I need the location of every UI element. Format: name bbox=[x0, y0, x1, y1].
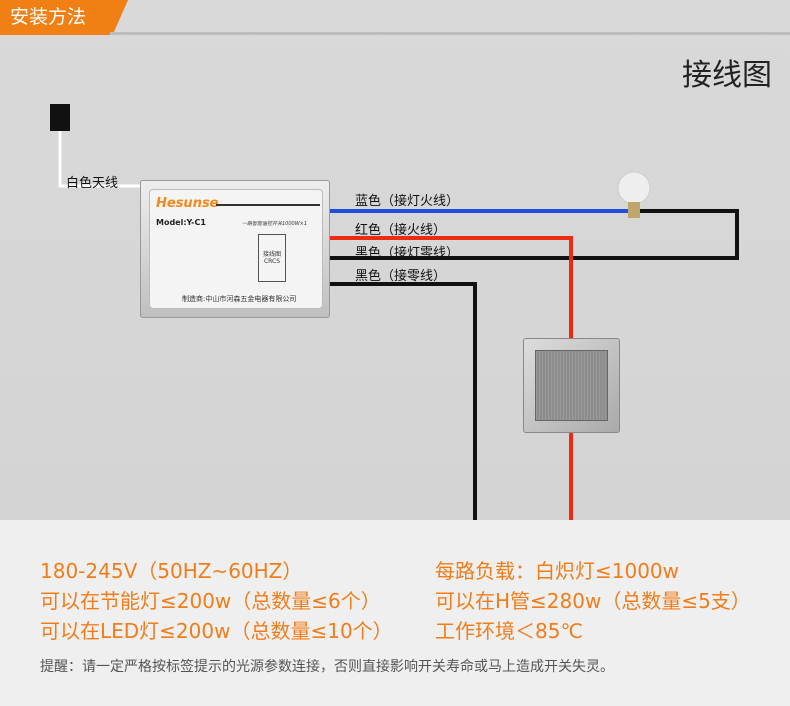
antenna-label: 白色天线 bbox=[66, 176, 119, 191]
wire-label-neutral: 黑色（接零线） bbox=[355, 269, 447, 284]
antenna-wire bbox=[58, 131, 140, 188]
antenna-connector-icon bbox=[50, 104, 70, 131]
spec-load: 每路负载：白炽灯≤1000w bbox=[435, 559, 680, 583]
section-tab: 安装方法 bbox=[0, 0, 128, 35]
spec-voltage: 180-245V（50HZ~60HZ） bbox=[40, 559, 303, 583]
neutral-wire bbox=[330, 282, 477, 520]
brand-logo: Hesunse bbox=[156, 196, 219, 211]
page-title: 接线图 bbox=[682, 58, 772, 93]
wiring-svg bbox=[50, 104, 739, 520]
lamp-neutral-wire bbox=[330, 209, 739, 260]
module-subtitle: 一路智能遥控开关1000W×1 bbox=[242, 221, 308, 227]
wire-label-lamp-neutral: 黑色（接灯零线） bbox=[355, 246, 460, 261]
spec-temperature: 工作环境＜85℃ bbox=[435, 619, 583, 643]
model-number: Model:Y-C1 bbox=[156, 218, 206, 227]
module-label-plate: Hesunse Model:Y-C1 一路智能遥控开关1000W×1 接线图 C… bbox=[149, 189, 323, 309]
wire-label-red: 红色（接火线） bbox=[355, 223, 447, 238]
circuit-chip: 接线图 CRCS bbox=[258, 234, 286, 282]
spec-cfl: 可以在节能灯≤200w（总数量≤6个） bbox=[40, 589, 381, 613]
bulb-icon bbox=[617, 171, 651, 218]
specs-area bbox=[0, 520, 790, 706]
manufacturer: 制造商:中山市河森五金电器有限公司 bbox=[182, 295, 297, 303]
wire-label-blue: 蓝色（接灯火线） bbox=[355, 194, 460, 209]
brand-rule bbox=[216, 204, 320, 206]
spec-h-tube: 可以在H管≤280w（总数量≤5支） bbox=[435, 589, 751, 613]
spec-led: 可以在LED灯≤200w（总数量≤10个） bbox=[40, 619, 393, 643]
remote-switch-module: Hesunse Model:Y-C1 一路智能遥控开关1000W×1 接线图 C… bbox=[140, 180, 330, 318]
reminder-note: 提醒：请一定严格按标签提示的光源参数连接，否则直接影响开关寿命或马上造成开关失灵… bbox=[40, 659, 614, 675]
header-divider bbox=[110, 32, 790, 35]
wall-switch-icon bbox=[523, 338, 620, 433]
